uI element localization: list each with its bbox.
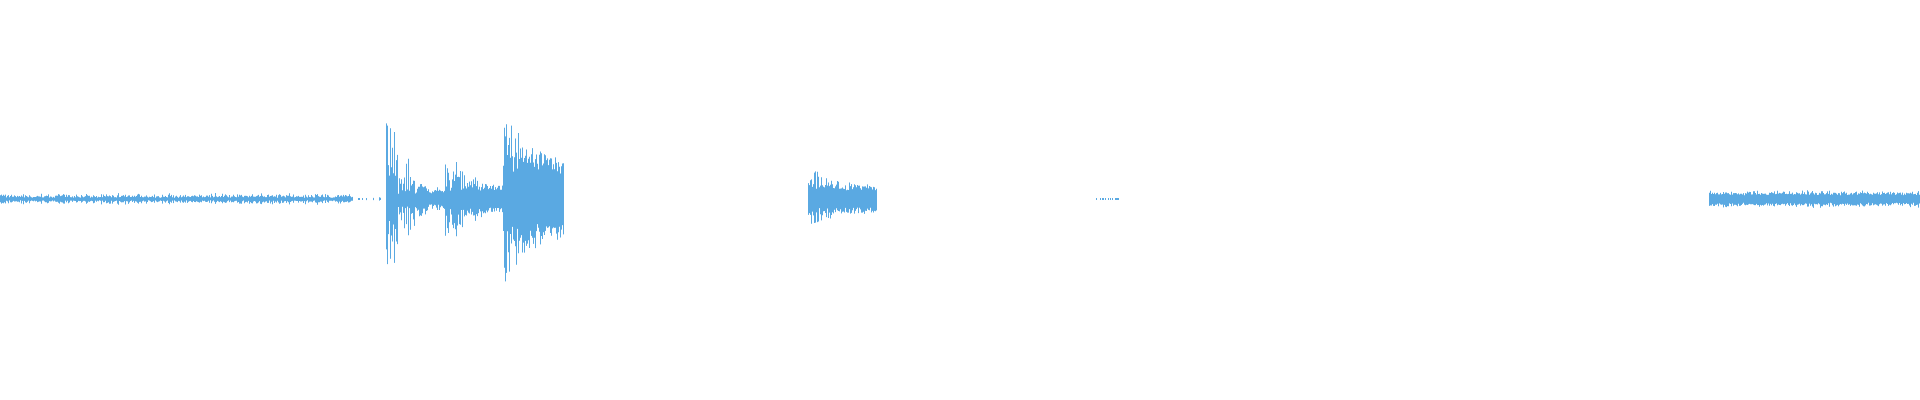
waveform-segment-burst-2 <box>445 162 503 237</box>
waveform-segment-noise-tail <box>358 197 381 201</box>
waveform-segment-transient-1 <box>386 123 445 265</box>
waveform-segment-sustained-tone <box>1709 190 1920 208</box>
waveform-segment-faint-blip <box>1096 198 1119 200</box>
waveform-segment-burst-4 <box>808 171 877 224</box>
waveform-segment-burst-3 <box>503 124 564 282</box>
waveform-segment-noise-lead-in <box>0 193 353 205</box>
